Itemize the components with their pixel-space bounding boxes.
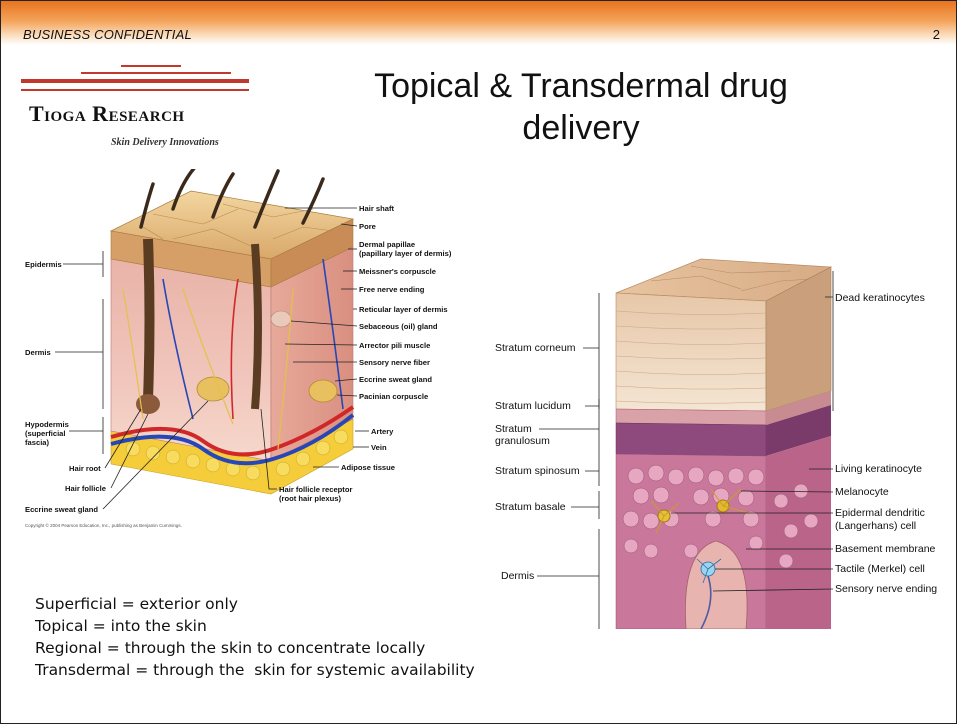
label-living-keratinocyte: Living keratinocyte: [835, 463, 922, 475]
logo-name: Tioga Research: [29, 101, 185, 127]
label-pore: Pore: [359, 222, 376, 231]
label-eccrine-left: Eccrine sweat gland: [25, 505, 98, 514]
svg-text:(superficial: (superficial: [25, 429, 66, 438]
definition-superficial: Superficial = exterior only: [35, 593, 475, 615]
svg-text:(Langerhans) cell: (Langerhans) cell: [835, 520, 916, 532]
definitions-list: Superficial = exterior only Topical = in…: [35, 593, 475, 681]
svg-text:fascia): fascia): [25, 438, 50, 447]
label-reticular: Reticular layer of dermis: [359, 305, 448, 314]
stratum-granulosum: [616, 423, 766, 456]
label-pacinian: Pacinian corpuscle: [359, 392, 428, 401]
label-hair-follicle: Hair follicle: [65, 484, 106, 493]
page-number: 2: [933, 27, 940, 42]
label-dermis: Dermis: [25, 348, 51, 357]
label-epidermal-dendritic: Epidermal dendritic: [835, 507, 925, 519]
label-stratum-lucidum: Stratum lucidum: [495, 400, 571, 412]
logo-tagline: Skin Delivery Innovations: [111, 137, 219, 148]
label-stratum-spinosum: Stratum spinosum: [495, 465, 580, 477]
label-dermal-papillae: Dermal papillae: [359, 240, 415, 249]
stratum-lucidum: [616, 409, 766, 425]
company-logo: Tioga Research Skin Delivery Innovations: [21, 59, 261, 155]
sebaceous-gland: [271, 311, 291, 327]
title-line-1: Topical & Transdermal drug: [301, 65, 861, 107]
label-sebaceous: Sebaceous (oil) gland: [359, 322, 438, 331]
label-sensory-nerve-ending: Sensory nerve ending: [835, 583, 937, 595]
label-melanocyte: Melanocyte: [835, 486, 889, 498]
label-arrector-pili: Arrector pili muscle: [359, 341, 430, 350]
label-hair-root: Hair root: [69, 464, 101, 473]
confidential-label: BUSINESS CONFIDENTIAL: [23, 27, 192, 42]
svg-text:granulosum: granulosum: [495, 435, 550, 447]
title-line-2: delivery: [301, 107, 861, 149]
label-dead-keratinocytes: Dead keratinocytes: [835, 292, 925, 304]
label-artery: Artery: [371, 427, 394, 436]
hair-follicle: [148, 239, 150, 399]
epidermis-layers-diagram: Stratum corneum Stratum lucidum Stratum …: [491, 251, 953, 629]
definition-topical: Topical = into the skin: [35, 615, 475, 637]
label-meissner: Meissner's corpuscle: [359, 267, 436, 276]
label-vein: Vein: [371, 443, 387, 452]
definition-transdermal: Transdermal = through the skin for syste…: [35, 659, 475, 681]
copyright-text: Copyright © 2004 Pearson Education, Inc.…: [25, 522, 182, 528]
eccrine-gland: [197, 377, 229, 401]
label-sensory-nerve: Sensory nerve fiber: [359, 358, 430, 367]
label-basement-membrane: Basement membrane: [835, 543, 936, 555]
right-diagram-left-labels: Stratum corneum Stratum lucidum Stratum …: [495, 293, 599, 629]
definition-regional: Regional = through the skin to concentra…: [35, 637, 475, 659]
logo-line: [21, 79, 249, 83]
label-stratum-corneum: Stratum corneum: [495, 342, 576, 354]
stratum-corneum: [616, 293, 766, 411]
label-hair-shaft: Hair shaft: [359, 204, 394, 213]
label-free-nerve: Free nerve ending: [359, 285, 425, 294]
svg-text:(papillary layer of dermis): (papillary layer of dermis): [359, 249, 452, 258]
label-tactile-cell: Tactile (Merkel) cell: [835, 563, 925, 575]
label-stratum-granulosum: Stratum: [495, 423, 532, 435]
label-eccrine-right: Eccrine sweat gland: [359, 375, 432, 384]
label-hair-follicle-receptor: Hair follicle receptor: [279, 485, 352, 494]
label-epidermis: Epidermis: [25, 260, 62, 269]
logo-line: [21, 89, 249, 91]
label-dermis: Dermis: [501, 570, 534, 582]
logo-line: [81, 72, 231, 74]
svg-text:(root hair plexus): (root hair plexus): [279, 494, 341, 503]
logo-line: [121, 65, 181, 67]
label-hypodermis: Hypodermis: [25, 420, 69, 429]
slide-title: Topical & Transdermal drug delivery: [301, 65, 861, 149]
label-stratum-basale: Stratum basale: [495, 501, 566, 513]
label-adipose: Adipose tissue: [341, 463, 395, 472]
skin-structure-diagram: Epidermis Dermis Hypodermis (superficial…: [23, 169, 493, 534]
